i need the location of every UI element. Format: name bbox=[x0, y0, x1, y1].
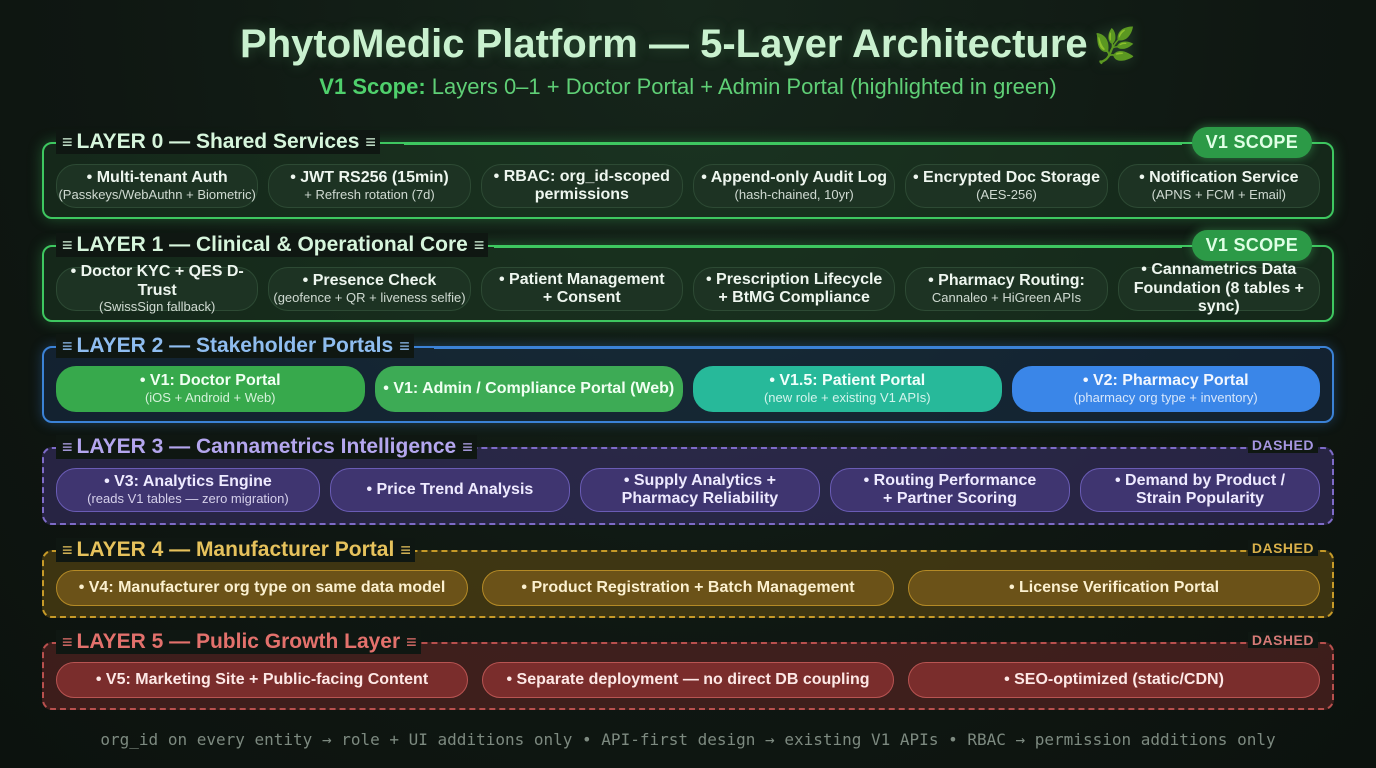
dashed-tag: DASHED bbox=[1247, 437, 1318, 453]
layer-1-heading: ≡LAYER 1 — Clinical & Operational Core≡ bbox=[56, 233, 489, 257]
service-notification: • Notification Service(APNS + FCM + Emai… bbox=[1117, 164, 1320, 208]
layer-2-heading: ≡LAYER 2 — Stakeholder Portals≡ bbox=[56, 334, 414, 358]
layer-5-public-growth: ≡LAYER 5 — Public Growth Layer≡ DASHED •… bbox=[42, 630, 1334, 710]
layer-3-heading: ≡LAYER 3 — Cannametrics Intelligence≡ bbox=[56, 435, 477, 459]
v1-scope-badge: V1 SCOPE bbox=[1191, 230, 1312, 261]
service-audit-log: • Append-only Audit Log(hash-chained, 10… bbox=[692, 164, 896, 208]
service-multi-tenant-auth: • Multi-tenant Auth(Passkeys/WebAuthn + … bbox=[56, 164, 259, 208]
dashed-tag: DASHED bbox=[1247, 540, 1318, 556]
module-patient-management: • Patient Management+ Consent bbox=[480, 267, 683, 311]
layer-1-clinical-core: ≡LAYER 1 — Clinical & Operational Core≡ … bbox=[42, 230, 1334, 322]
portal-patient: • V1.5: Patient Portal(new role + existi… bbox=[693, 366, 1002, 412]
leaf-icon: 🌿 bbox=[1093, 27, 1136, 65]
product-registration: • Product Registration + Batch Managemen… bbox=[482, 570, 894, 606]
dashed-tag: DASHED bbox=[1247, 632, 1318, 648]
license-verification: • License Verification Portal bbox=[908, 570, 1320, 606]
portal-pharmacy: • V2: Pharmacy Portal(pharmacy org type … bbox=[1011, 366, 1320, 412]
portal-admin-compliance: • V1: Admin / Compliance Portal (Web) bbox=[374, 366, 683, 412]
module-presence-check: • Presence Check(geofence + QR + livenes… bbox=[268, 267, 471, 311]
marketing-site: • V5: Marketing Site + Public-facing Con… bbox=[56, 662, 468, 698]
layer-4-heading: ≡LAYER 4 — Manufacturer Portal≡ bbox=[56, 538, 415, 562]
price-trend-analysis: • Price Trend Analysis bbox=[329, 468, 570, 512]
module-doctor-kyc: • Doctor KYC + QES D-Trust(SwissSign fal… bbox=[56, 263, 259, 314]
service-jwt: • JWT RS256 (15min)+ Refresh rotation (7… bbox=[268, 164, 471, 208]
module-prescription-lifecycle: • Prescription Lifecycle+ BtMG Complianc… bbox=[692, 267, 896, 311]
analytics-engine: • V3: Analytics Engine(reads V1 tables —… bbox=[56, 468, 320, 512]
routing-performance: • Routing Performance+ Partner Scoring bbox=[829, 468, 1070, 512]
page-subtitle: V1 Scope: Layers 0–1 + Doctor Portal + A… bbox=[319, 74, 1057, 99]
supply-analytics: • Supply Analytics +Pharmacy Reliability bbox=[579, 468, 820, 512]
layer-2-stakeholder-portals: ≡LAYER 2 — Stakeholder Portals≡ • V1: Do… bbox=[42, 334, 1334, 423]
demand-by-product: • Demand by Product /Strain Popularity bbox=[1079, 468, 1321, 512]
page-title: PhytoMedic Platform — 5-Layer Architectu… bbox=[240, 22, 1136, 66]
service-encrypted-storage: • Encrypted Doc Storage(AES-256) bbox=[905, 164, 1108, 208]
portal-doctor: • V1: Doctor Portal(iOS + Android + Web) bbox=[56, 366, 365, 412]
layer-5-heading: ≡LAYER 5 — Public Growth Layer≡ bbox=[56, 630, 421, 654]
manufacturer-org-type: • V4: Manufacturer org type on same data… bbox=[56, 570, 468, 606]
layer-0-heading: ≡LAYER 0 — Shared Services≡ bbox=[56, 130, 380, 154]
seo-optimized: • SEO-optimized (static/CDN) bbox=[908, 662, 1320, 698]
module-pharmacy-routing: • Pharmacy Routing:Cannaleo + HiGreen AP… bbox=[905, 267, 1108, 311]
separate-deployment: • Separate deployment — no direct DB cou… bbox=[482, 662, 894, 698]
layer-3-cannametrics-intelligence: ≡LAYER 3 — Cannametrics Intelligence≡ DA… bbox=[42, 435, 1334, 525]
v1-scope-badge: V1 SCOPE bbox=[1191, 127, 1312, 158]
layer-0-shared-services: ≡LAYER 0 — Shared Services≡ V1 SCOPE • M… bbox=[42, 127, 1334, 219]
layer-4-manufacturer-portal: ≡LAYER 4 — Manufacturer Portal≡ DASHED •… bbox=[42, 538, 1334, 618]
footer-note: org_id on every entity → role + UI addit… bbox=[100, 730, 1276, 749]
